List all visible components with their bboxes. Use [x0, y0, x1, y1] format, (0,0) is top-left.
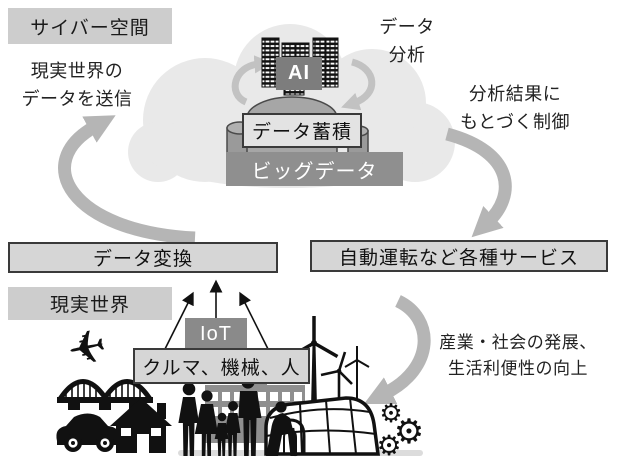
arrow-send-up [58, 115, 196, 245]
svg-text:⚙: ⚙ [394, 412, 424, 452]
services-box: 自動運転など各種サービス [310, 240, 608, 272]
gear-icon: ⚙ ⚙ ⚙ [376, 399, 424, 460]
real-world-illustration: ⚙ ⚙ ⚙ [56, 316, 424, 460]
ai-box: AI [276, 57, 322, 90]
data-storage-box: データ蓄積 [242, 113, 362, 148]
big-data-banner: ビッグデータ [226, 152, 403, 186]
arrow-benefit-down [363, 295, 431, 405]
send-data-line1: 現実世界の [30, 61, 124, 81]
devices-box: クルマ、機械、人 [133, 348, 310, 384]
curved-arrow-icon [58, 115, 512, 405]
cycle-arrow-icon [231, 55, 376, 111]
up-arrow-icon [163, 279, 270, 352]
benefit-line1: 産業・社会の発展、 [439, 333, 597, 352]
svg-text:⚙: ⚙ [376, 429, 401, 460]
iot-box: IoT [185, 318, 247, 350]
data-analysis-note: データ 分析 [366, 13, 448, 69]
data-analysis-line2: 分析 [388, 45, 426, 65]
data-conversion-box: データ変換 [8, 242, 278, 273]
bridge-icon [57, 379, 153, 410]
people-icon [178, 375, 298, 457]
send-data-line2: データを送信 [21, 89, 133, 109]
house-icon [110, 398, 172, 453]
control-line2: もとづく制御 [460, 112, 570, 132]
svg-text:⚙: ⚙ [379, 399, 402, 429]
car-icon [56, 413, 121, 452]
data-analysis-line1: データ [379, 17, 435, 37]
benefit-note: 産業・社会の発展、 生活利便性の向上 [420, 330, 616, 382]
control-note: 分析結果に もとづく制御 [438, 80, 592, 136]
benefit-line2: 生活利便性の向上 [448, 359, 588, 378]
real-world-label: 現実世界 [8, 287, 172, 320]
send-data-note: 現実世界の データを送信 [2, 57, 152, 113]
control-line1: 分析結果に [468, 84, 562, 104]
cyber-space-label: サイバー空間 [8, 8, 172, 44]
arrow-control-down [445, 127, 512, 238]
